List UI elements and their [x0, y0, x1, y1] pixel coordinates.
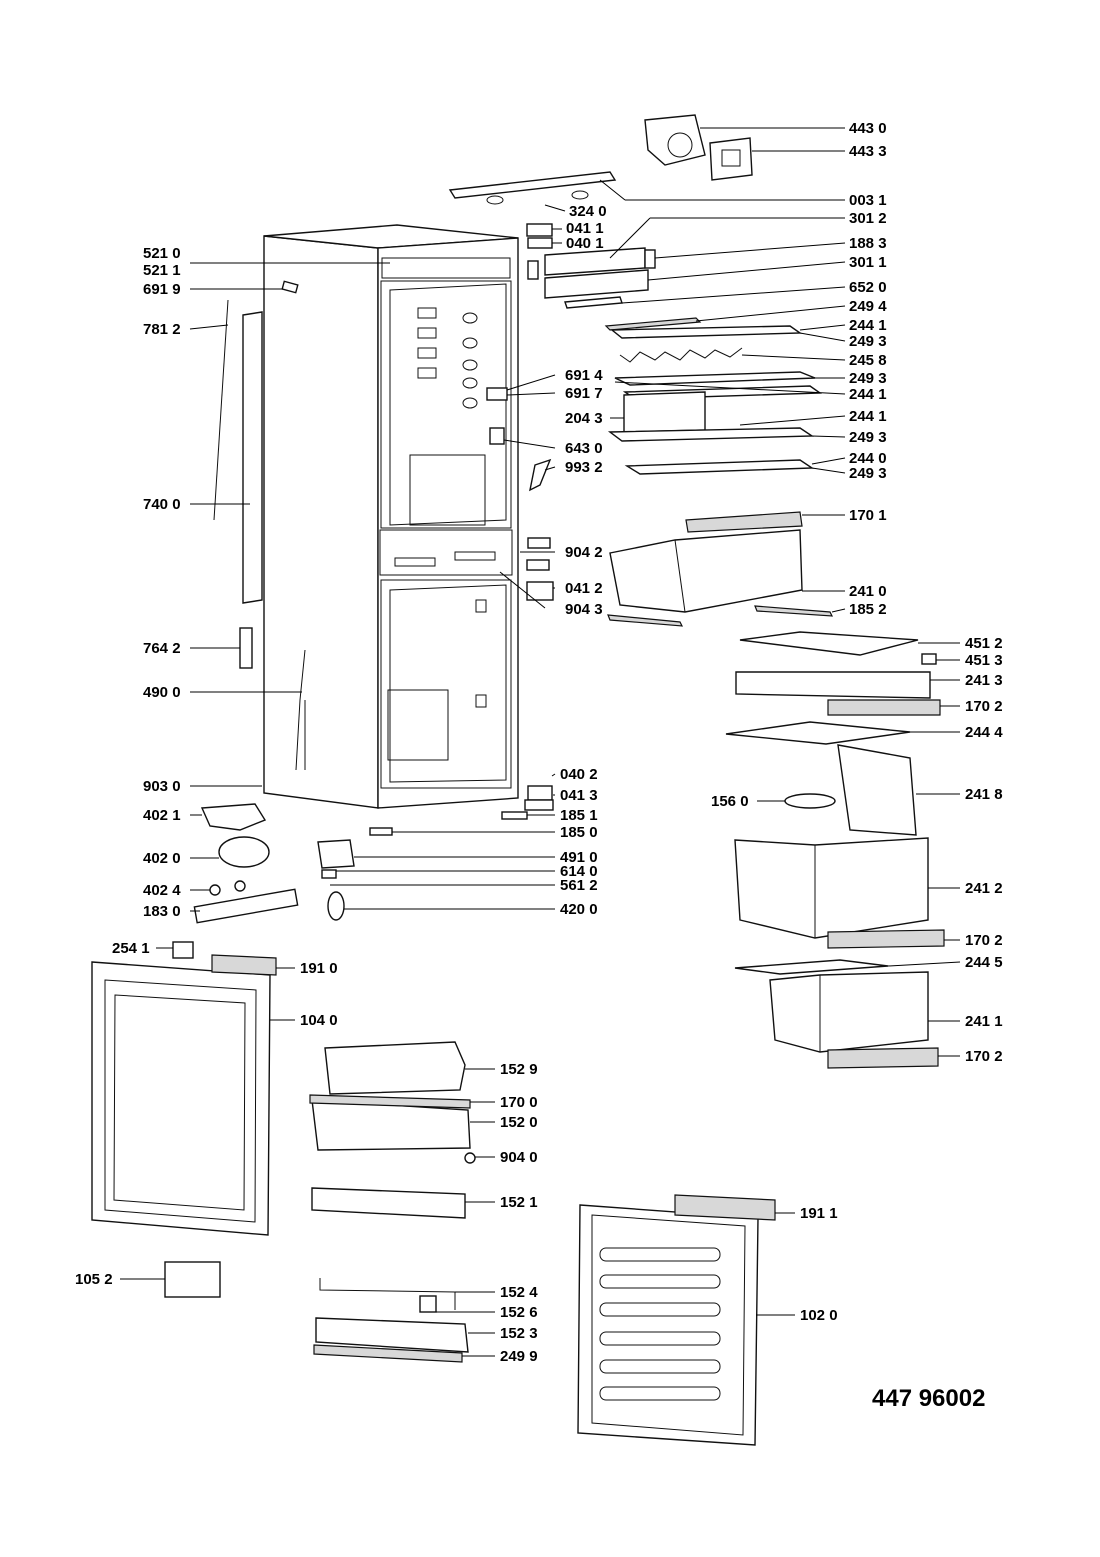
label-904-0: 904 0 [500, 1149, 538, 1166]
label-420-0: 420 0 [560, 901, 598, 918]
label-521-1: 521 1 [143, 262, 181, 279]
label-614-0: 614 0 [560, 863, 598, 880]
label-740-0: 740 0 [143, 496, 181, 513]
part-labels: 443 0 443 3 003 1 324 0 041 1 040 1 301 … [75, 120, 1003, 1412]
label-188-3: 188 3 [849, 235, 887, 252]
label-152-3: 152 3 [500, 1325, 538, 1342]
label-691-4: 691 4 [565, 367, 603, 384]
label-561-2: 561 2 [560, 877, 598, 894]
label-643-0: 643 0 [565, 440, 603, 457]
label-443-3: 443 3 [849, 143, 887, 160]
document-reference-number: 447 96002 [872, 1385, 985, 1412]
label-249-9: 249 9 [500, 1348, 538, 1365]
label-170-2: 170 2 [965, 698, 1003, 715]
label-105-2: 105 2 [75, 1271, 113, 1288]
label-244-1: 244 1 [849, 317, 887, 334]
label-764-2: 764 2 [143, 640, 181, 657]
label-249-3: 249 3 [849, 429, 887, 446]
label-152-0: 152 0 [500, 1114, 538, 1131]
label-904-3: 904 3 [565, 601, 603, 618]
label-041-1: 041 1 [566, 220, 604, 237]
label-249-3: 249 3 [849, 465, 887, 482]
label-993-2: 993 2 [565, 459, 603, 476]
label-204-3: 204 3 [565, 410, 603, 427]
label-491-0: 491 0 [560, 849, 598, 866]
label-185-1: 185 1 [560, 807, 598, 824]
label-241-0: 241 0 [849, 583, 887, 600]
label-691-9: 691 9 [143, 281, 181, 298]
freezer-door [577, 1194, 776, 1446]
label-040-1: 040 1 [566, 235, 604, 252]
label-324-0: 324 0 [569, 203, 607, 220]
fridge-door [91, 954, 277, 1298]
label-254-1: 254 1 [112, 940, 150, 957]
label-041-2: 041 2 [565, 580, 603, 597]
label-170-1: 170 1 [849, 507, 887, 524]
label-245-8: 245 8 [849, 352, 887, 369]
label-152-6: 152 6 [500, 1304, 538, 1321]
label-040-2: 040 2 [560, 766, 598, 783]
label-781-2: 781 2 [143, 321, 181, 338]
label-185-2: 185 2 [849, 601, 887, 618]
label-244-1: 244 1 [849, 408, 887, 425]
label-156-0: 156 0 [711, 793, 749, 810]
left-side-parts [193, 280, 306, 924]
label-152-1: 152 1 [500, 1194, 538, 1211]
label-903-0: 903 0 [143, 778, 181, 795]
label-249-3: 249 3 [849, 333, 887, 350]
label-451-3: 451 3 [965, 652, 1003, 669]
label-183-0: 183 0 [143, 903, 181, 920]
cabinet-body [263, 224, 519, 809]
label-244-5: 244 5 [965, 954, 1003, 971]
label-402-4: 402 4 [143, 882, 181, 899]
label-521-0: 521 0 [143, 245, 181, 262]
label-170-2: 170 2 [965, 1048, 1003, 1065]
label-244-0: 244 0 [849, 450, 887, 467]
label-249-4: 249 4 [849, 298, 887, 315]
label-041-3: 041 3 [560, 787, 598, 804]
top-components [448, 114, 753, 309]
label-402-1: 402 1 [143, 807, 181, 824]
label-191-0: 191 0 [300, 960, 338, 977]
label-904-2: 904 2 [565, 544, 603, 561]
label-490-0: 490 0 [143, 684, 181, 701]
label-102-0: 102 0 [800, 1307, 838, 1324]
label-244-4: 244 4 [965, 724, 1003, 741]
label-443-0: 443 0 [849, 120, 887, 137]
label-104-0: 104 0 [300, 1012, 338, 1029]
label-241-2: 241 2 [965, 880, 1003, 897]
label-241-8: 241 8 [965, 786, 1003, 803]
label-652-0: 652 0 [849, 279, 887, 296]
door-balconies [309, 1041, 476, 1363]
label-402-0: 402 0 [143, 850, 181, 867]
drawers [607, 511, 945, 1069]
label-691-7: 691 7 [565, 385, 603, 402]
label-170-0: 170 0 [500, 1094, 538, 1111]
label-152-9: 152 9 [500, 1061, 538, 1078]
label-301-2: 301 2 [849, 210, 887, 227]
label-152-4: 152 4 [500, 1284, 538, 1301]
label-451-2: 451 2 [965, 635, 1003, 652]
upper-shelves [486, 317, 823, 492]
label-185-0: 185 0 [560, 824, 598, 841]
label-244-1: 244 1 [849, 386, 887, 403]
label-301-1: 301 1 [849, 254, 887, 271]
label-003-1: 003 1 [849, 192, 887, 209]
label-241-3: 241 3 [965, 672, 1003, 689]
leader-lines [120, 127, 961, 1357]
lower-center-parts [172, 537, 554, 959]
label-170-2: 170 2 [965, 932, 1003, 949]
label-249-3: 249 3 [849, 370, 887, 387]
label-191-1: 191 1 [800, 1205, 838, 1222]
label-241-1: 241 1 [965, 1013, 1003, 1030]
